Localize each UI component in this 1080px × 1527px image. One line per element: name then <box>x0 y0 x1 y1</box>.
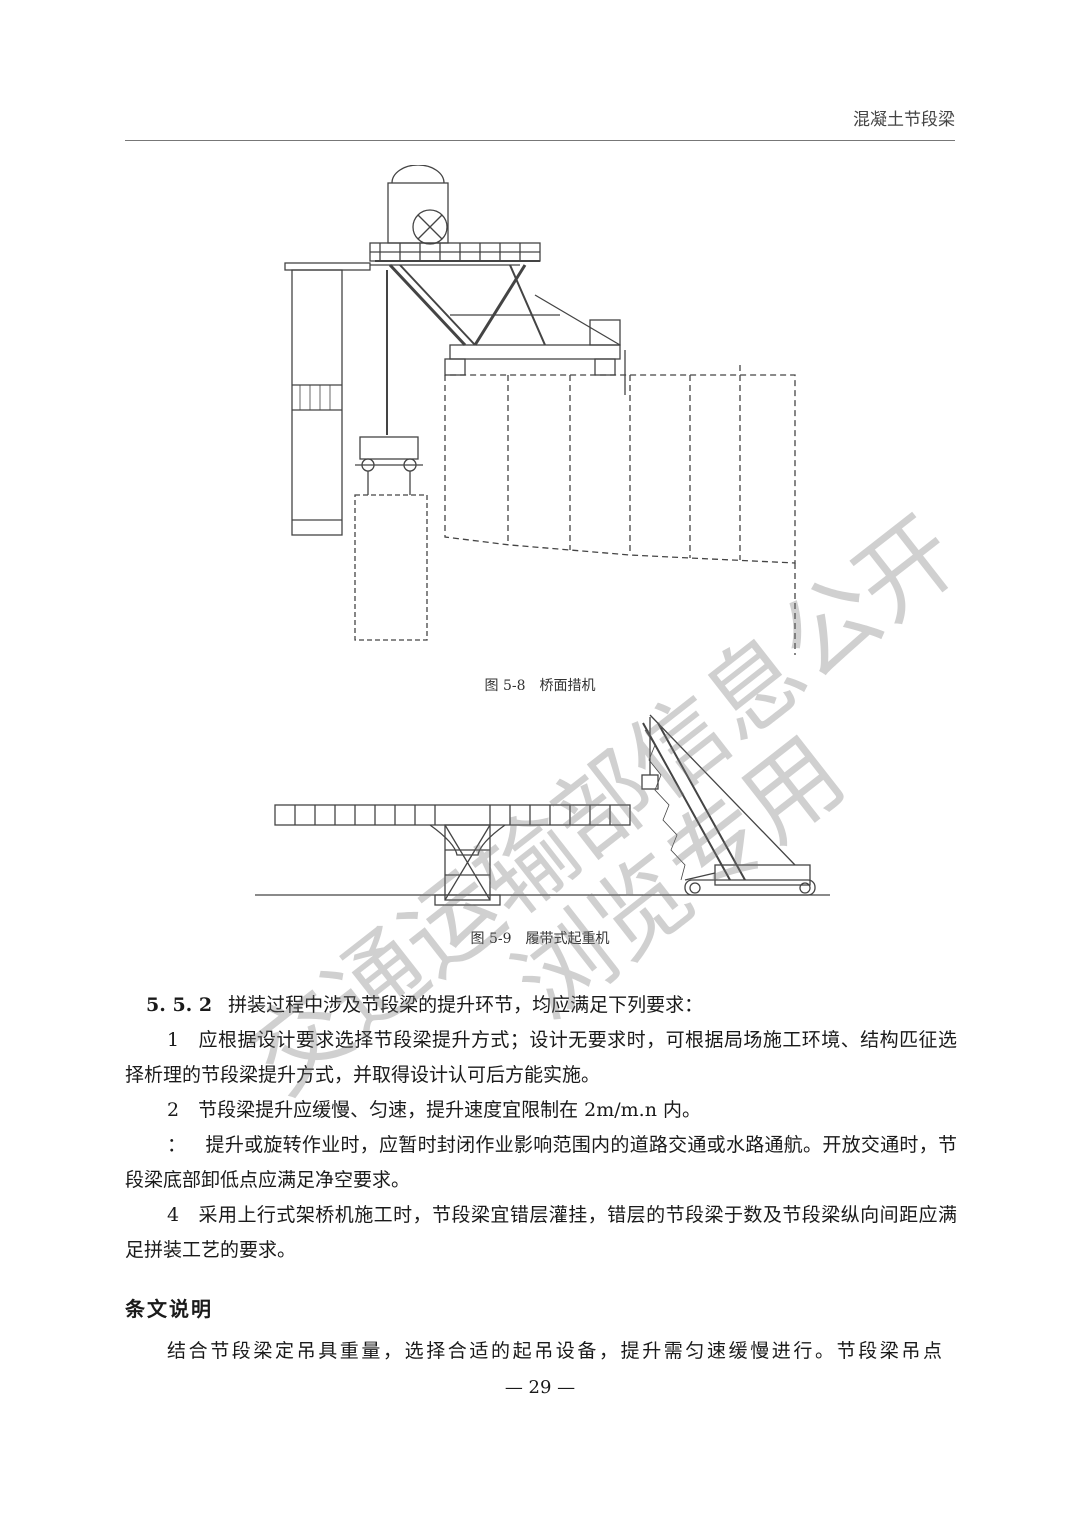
figure-5-8-caption: 图 5-8 桥面措机 <box>0 675 1080 695</box>
item-text: 采用上行式架桥机施工时，节段梁宜错层灌挂，错层的节段梁于数及节段梁纵向间距应满足… <box>125 1204 957 1261</box>
clause-intro: 5. 5. 2 拼装过程中涉及节段梁的提升环节，均应满足下列要求： <box>125 988 957 1023</box>
clause-item: 1 应根据设计要求选择节段梁提升方式；设计无要求时，可根据局场施工环境、结构匹征… <box>125 1023 957 1093</box>
clause-number: 5. 5. 2 <box>146 994 213 1016</box>
item-number: 4 <box>167 1204 180 1226</box>
item-text: 节段梁提升应缓慢、匀速，提升速度宜限制在 2m/m.n 内。 <box>198 1099 701 1121</box>
item-number: ： <box>167 1134 187 1156</box>
figure-bridge-deck-crane <box>280 165 810 660</box>
page-number: — 29 — <box>504 1377 576 1398</box>
clause-item: 2 节段梁提升应缓慢、匀速，提升速度宜限制在 2m/m.n 内。 <box>125 1093 957 1128</box>
item-text: 应根据设计要求选择节段梁提升方式；设计无要求时，可根据局场施工环境、结构匹征选择… <box>125 1029 957 1086</box>
figure-5-9-caption: 图 5-9 履带式起重机 <box>0 928 1080 948</box>
figure-title: 履带式起重机 <box>525 931 610 947</box>
figure-title: 桥面措机 <box>539 678 596 694</box>
figure-crawler-crane <box>245 705 835 920</box>
figure-number: 图 5-9 <box>470 931 512 947</box>
item-number: 2 <box>167 1099 180 1121</box>
figure-number: 图 5-8 <box>484 678 526 694</box>
clause-intro-text: 拼装过程中涉及节段梁的提升环节，均应满足下列要求： <box>228 994 704 1016</box>
explanation-title: 条文说明 <box>125 1297 213 1321</box>
header-rule <box>125 140 955 141</box>
clause-5-5-2: 5. 5. 2 拼装过程中涉及节段梁的提升环节，均应满足下列要求： 1 应根据设计… <box>125 988 957 1268</box>
running-header: 混凝土节段梁 <box>853 110 955 130</box>
explanation-text: 结合节段梁定吊具重量，选择合适的起吊设备，提升需匀速缓慢进行。节段梁吊点 <box>167 1340 945 1362</box>
item-number: 1 <box>167 1029 180 1051</box>
clause-item: 4 采用上行式架桥机施工时，节段梁宜错层灌挂，错层的节段梁于数及节段梁纵向间距应… <box>125 1198 957 1268</box>
item-text: 提升或旋转作业时，应暂时封闭作业影响范围内的道路交通或水路通航。开放交通时，节段… <box>125 1134 957 1191</box>
clause-item: ： 提升或旋转作业时，应暂时封闭作业影响范围内的道路交通或水路通航。开放交通时，… <box>125 1128 957 1198</box>
